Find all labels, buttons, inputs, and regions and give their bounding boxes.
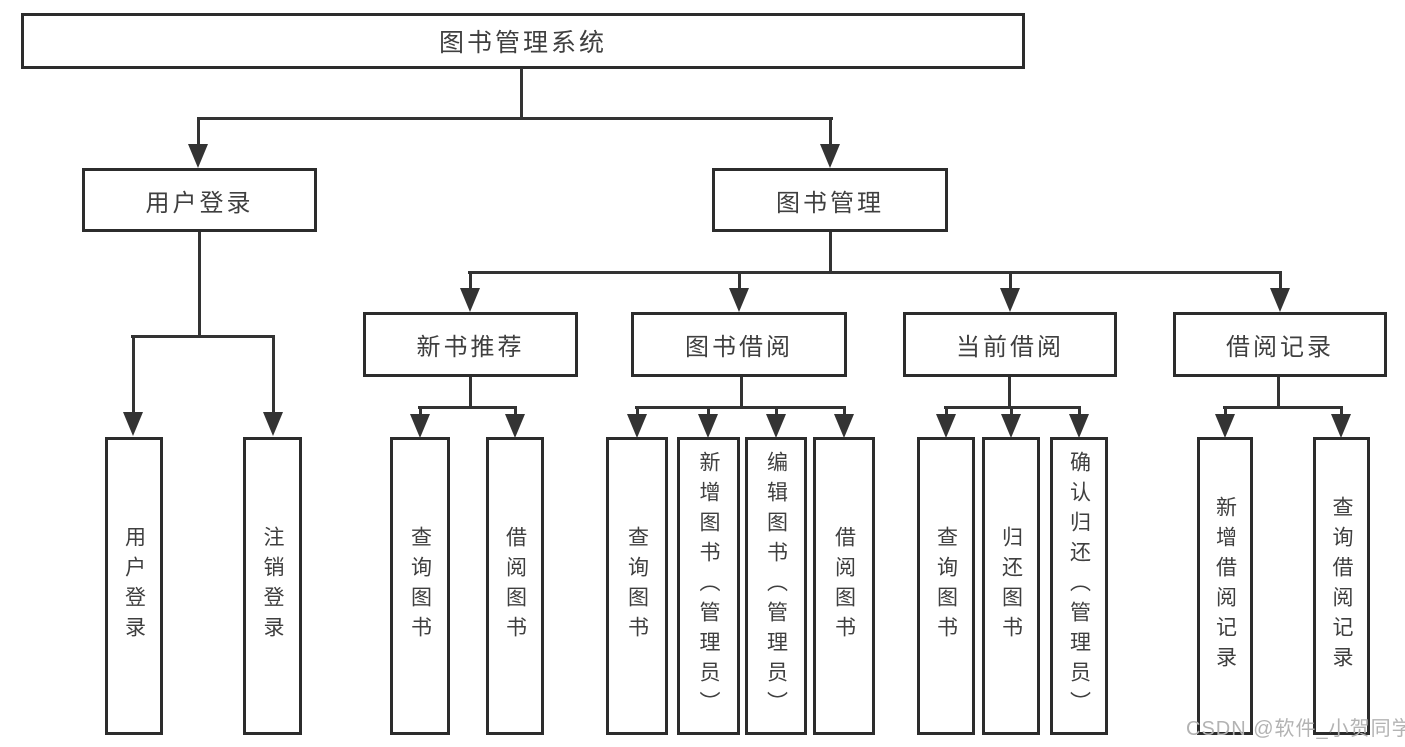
leaf-logout: 注销登录 — [243, 437, 302, 735]
connector-mgmt-stem — [829, 232, 832, 273]
arrow-down-icon — [188, 144, 208, 168]
arrow-down-icon — [1331, 414, 1351, 438]
arrow-down-icon — [820, 144, 840, 168]
leaf-borrow-add-books-admin: 新增图书（管理员） — [677, 437, 740, 735]
connector-records-hline — [1223, 406, 1343, 409]
connector-login-right-drop — [272, 335, 275, 414]
node-library-system: 图书管理系统 — [21, 13, 1025, 69]
leaf-recommend-query-books: 查询图书 — [390, 437, 450, 735]
connector-recommend-hline — [418, 406, 517, 409]
connector-records-drop — [1340, 406, 1343, 416]
connector-borrow-hline — [635, 406, 846, 409]
node-current-borrow: 当前借阅 — [903, 312, 1117, 377]
connector-current-drop — [1078, 406, 1081, 416]
arrow-down-icon — [698, 414, 718, 438]
leaf-records-query-record: 查询借阅记录 — [1313, 437, 1370, 735]
arrow-down-icon — [1215, 414, 1235, 438]
connector-level3-drop — [469, 271, 472, 290]
arrow-down-icon — [263, 412, 283, 436]
connector-level3-drop — [1279, 271, 1282, 290]
connector-current-drop — [945, 406, 948, 416]
connector-records-drop — [1224, 406, 1227, 416]
connector-current-drop — [1010, 406, 1013, 416]
connector-borrow-drop — [636, 406, 639, 416]
node-borrow-records: 借阅记录 — [1173, 312, 1387, 377]
arrow-down-icon — [505, 414, 525, 438]
leaf-current-return-books: 归还图书 — [982, 437, 1040, 735]
arrow-down-icon — [460, 288, 480, 312]
connector-root-stem — [520, 68, 523, 119]
connector-borrow-drop — [843, 406, 846, 416]
leaf-recommend-borrow-books: 借阅图书 — [486, 437, 544, 735]
arrow-down-icon — [834, 414, 854, 438]
arrow-down-icon — [1000, 288, 1020, 312]
csdn-watermark: CSDN @软件_小贺同学 — [1186, 718, 1405, 740]
connector-recommend-drop — [419, 406, 422, 416]
connector-root-hline — [197, 117, 833, 120]
connector-recommend-drop — [514, 406, 517, 416]
connector-root-left-drop — [197, 117, 200, 147]
node-book-borrow: 图书借阅 — [631, 312, 847, 377]
node-book-management: 图书管理 — [712, 168, 948, 232]
leaf-borrow-query-books: 查询图书 — [606, 437, 668, 735]
leaf-records-add-record: 新增借阅记录 — [1197, 437, 1253, 735]
connector-recommend-stem — [469, 377, 472, 408]
connector-root-right-drop — [829, 117, 832, 147]
connector-borrow-drop — [775, 406, 778, 416]
leaf-borrow-borrow-books: 借阅图书 — [813, 437, 875, 735]
arrow-down-icon — [627, 414, 647, 438]
connector-records-stem — [1277, 377, 1280, 408]
arrow-down-icon — [410, 414, 430, 438]
node-new-book-recommend: 新书推荐 — [363, 312, 578, 377]
leaf-current-query-books: 查询图书 — [917, 437, 975, 735]
arrow-down-icon — [729, 288, 749, 312]
connector-borrow-drop — [707, 406, 710, 416]
arrow-down-icon — [1001, 414, 1021, 438]
node-user-login: 用户登录 — [82, 168, 317, 232]
connector-current-stem — [1008, 377, 1011, 408]
arrow-down-icon — [1270, 288, 1290, 312]
arrow-down-icon — [123, 412, 143, 436]
arrow-down-icon — [936, 414, 956, 438]
arrow-down-icon — [1069, 414, 1089, 438]
connector-login-left-drop — [132, 335, 135, 414]
connector-level3-drop — [738, 271, 741, 290]
connector-level3-hline — [468, 271, 1282, 274]
leaf-user-login: 用户登录 — [105, 437, 163, 735]
connector-login-stem — [198, 232, 201, 337]
arrow-down-icon — [766, 414, 786, 438]
leaf-current-confirm-return-admin: 确认归还（管理员） — [1050, 437, 1108, 735]
connector-level3-drop — [1009, 271, 1012, 290]
connector-borrow-stem — [740, 377, 743, 408]
connector-login-hline — [131, 335, 275, 338]
leaf-borrow-edit-books-admin: 编辑图书（管理员） — [745, 437, 807, 735]
